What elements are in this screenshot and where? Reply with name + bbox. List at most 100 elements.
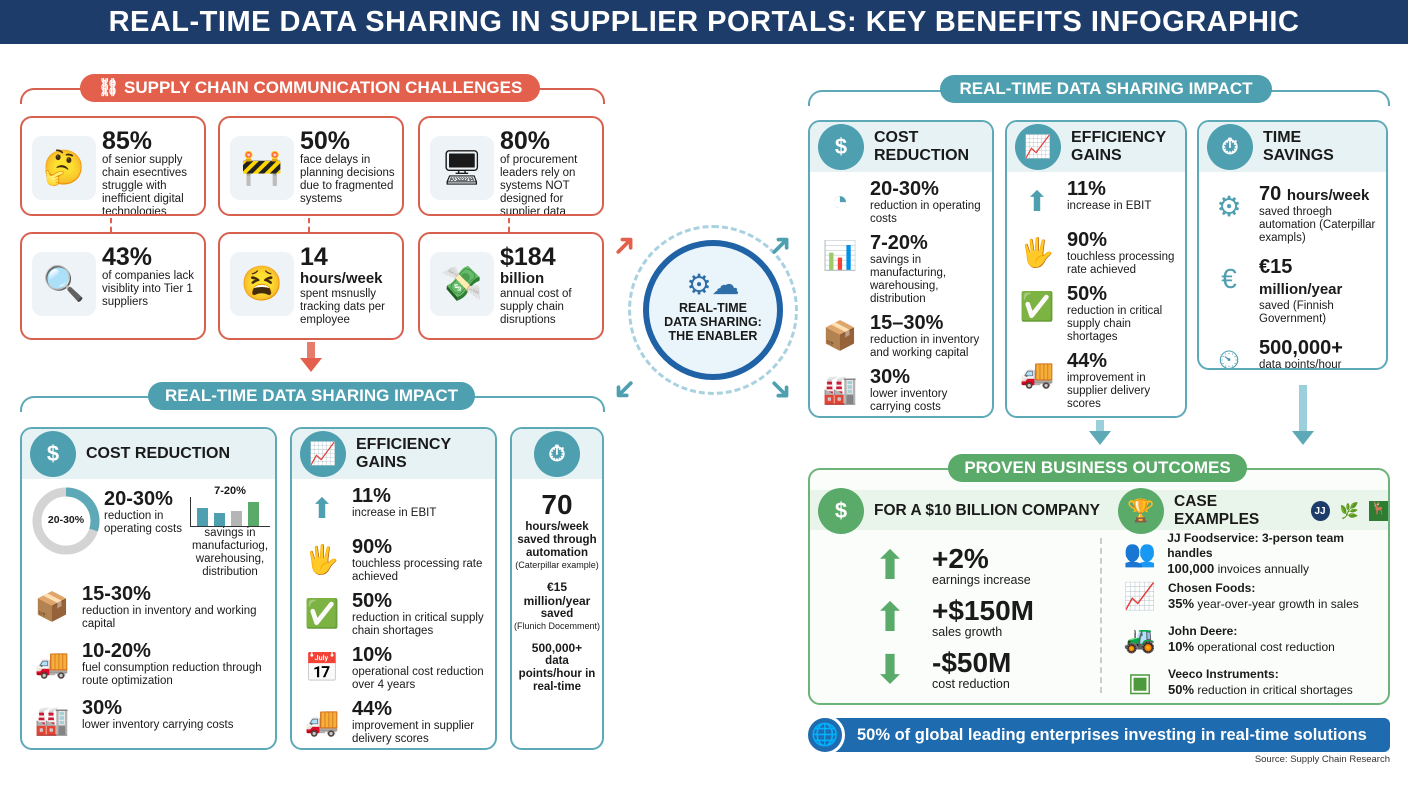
stat-text-block: 10-20%fuel consumption reduction through… — [82, 641, 267, 688]
stat-value: 43% — [102, 243, 153, 271]
divider — [1100, 538, 1102, 693]
stat-value: 30% — [82, 697, 123, 719]
right-cost-title: COST REDUCTION — [874, 129, 970, 164]
stat-text-block: 7-20%savings in manufacturing, warehousi… — [870, 233, 984, 306]
delivery-truck-icon: 🚚 — [1019, 357, 1055, 389]
stat-text: reduction in operating costs — [870, 200, 981, 225]
stat-text: annual cost of supply chain disruptions — [500, 288, 572, 326]
team-icon: 👥 — [1123, 538, 1156, 568]
fuel-truck-icon: 🚚 — [34, 647, 70, 679]
arrow-down-icon — [1096, 420, 1104, 432]
stat-value-line: €15 million/year — [1259, 257, 1378, 300]
enabler-circle: ⚙☁ REAL-TIME DATA SHARING: THE ENABLER — [643, 240, 783, 380]
stat-value: 100,000 — [1167, 560, 1215, 576]
arrow-up-dollar-icon: ⬆ — [310, 492, 334, 524]
challenges-title-text: SUPPLY CHAIN COMMUNICATION CHALLENGES — [124, 78, 523, 97]
stat-text-block: 30%lower inventory carrying costs — [870, 367, 984, 414]
stat-value: 10% — [1168, 639, 1195, 654]
challenge-text-block: 80%of procurement leaders rely on system… — [500, 127, 596, 214]
blocked-people-icon: 🚧 — [230, 136, 294, 200]
stat-value: 20-30% — [104, 488, 173, 510]
donut-label: 20-30% — [47, 514, 85, 526]
stat-value-line: 90% — [1067, 230, 1177, 251]
mini-bar — [231, 510, 242, 526]
stat-text-block: 90%touchless processing rate achieved — [352, 537, 487, 584]
stat-text: saved — [540, 608, 574, 620]
stat-value: €15 — [1259, 256, 1293, 278]
enabler-line: DATA SHARING: — [664, 315, 762, 329]
arrow-down-icon — [307, 342, 315, 360]
coins-down-icon: $ — [30, 431, 76, 477]
case-line: 50% reduction in critical shortages — [1168, 682, 1353, 698]
challenge-card: 🤔85%of senior supply chain esecntives st… — [20, 116, 206, 216]
stat-text-block: 44%improvement in supplier delivery scor… — [1067, 351, 1177, 411]
case-line: 35% year-over-year growth in sales — [1168, 596, 1359, 612]
donut-icon: ◔ — [831, 185, 849, 216]
stressed-worker-icon: 😫 — [230, 252, 294, 316]
bar-chart-icon: 📊 — [822, 239, 858, 271]
stopwatch-icon: ⏱ — [1207, 124, 1253, 170]
stat-text: data points/hour in real-time — [518, 655, 596, 693]
stat-note: (Caterpillar example) — [515, 560, 599, 570]
stat-text: operational cost reduction — [1197, 640, 1335, 654]
robot-hand-document-icon: 🖐 — [1019, 236, 1055, 268]
stat-row: 🚚 44%improvement in supplier delivery sco… — [1015, 351, 1177, 411]
stat-value-line: 10% — [352, 645, 487, 666]
leaf-logo-icon: 🌿 — [1339, 502, 1359, 520]
case-name: John Deere: — [1168, 624, 1238, 638]
banner: 50% of global leading enterprises invest… — [815, 718, 1390, 778]
stat-row: 🖐90%touchless processing rate achieved — [1015, 230, 1177, 277]
stat-value: 15–30% — [870, 312, 944, 334]
stat-text: sales growth — [932, 625, 1003, 639]
deer-logo-icon: 🦌 — [1368, 501, 1388, 521]
stat-value: +2% — [932, 543, 989, 574]
growth-chart-icon: 📈 — [300, 431, 346, 477]
stat-text: reduction in inventory and working capit… — [82, 605, 257, 630]
speedometer-icon: ⏲ — [1218, 343, 1240, 370]
case-text-block: Chosen Foods:35% year-over-year growth i… — [1168, 581, 1359, 612]
stat-row: 🚚 10-20%fuel consumption reduction throug… — [30, 641, 267, 688]
stat-row: 📊 7-20%savings in manufacturing, warehous… — [818, 233, 984, 306]
stat-unit: million/year — [1259, 281, 1343, 298]
stat-text: improvement in supplier delivery scores — [1067, 372, 1151, 410]
donut-fill — [32, 487, 100, 555]
stat-value: 11% — [1067, 178, 1106, 200]
arrow-up-icon: ⬆ — [873, 596, 907, 640]
tractor-icon: 🚜 — [1123, 624, 1157, 654]
stat-value: 80% — [500, 127, 551, 155]
bar-chart-text: savings in manufacturiog, warehousing, d… — [191, 527, 269, 578]
gears-cloud-icon: ⚙☁ — [686, 269, 740, 300]
automation-gear-icon: ⚙ — [1216, 190, 1242, 222]
stat-text: increase in EBIT — [352, 507, 437, 519]
stat-value-line: 30% — [82, 698, 233, 719]
stat-value-line: 70 hours/week — [1259, 184, 1378, 206]
stat-row: ⬆11%increase in EBIT — [1015, 179, 1177, 223]
stat-value: 50% — [1168, 682, 1195, 697]
stat-value: 50% — [1067, 283, 1108, 305]
right-impact-title: REAL-TIME DATA SHARING IMPACT — [940, 75, 1272, 103]
chip-icon: ▣ — [1127, 667, 1153, 697]
mini-bar — [197, 507, 208, 526]
stat-value: 7-20% — [870, 232, 928, 254]
stat-text: year-over-year growth in sales — [1197, 597, 1359, 611]
challenge-card: 🚧50%face delays in planning decisions du… — [218, 116, 404, 216]
stat-value: 15-30% — [82, 583, 151, 605]
arrow-down-icon-head — [300, 358, 322, 372]
stat-value: +$150M — [932, 595, 1034, 626]
challenge-text-block: 50%face delays in planning decisions due… — [300, 128, 396, 206]
stat-text: data points/hour processed in real-time — [1259, 359, 1342, 370]
arrow-to-challenges-icon: ➜ — [604, 224, 646, 267]
euro-calendar-icon: € — [1221, 263, 1237, 294]
mini-bar — [248, 502, 259, 526]
stat-value-line: 7-20% — [870, 233, 984, 254]
arrow-down-icon: ⬇ — [873, 648, 907, 692]
warehouse-icon: 🏭 — [34, 704, 70, 736]
stat-text: reduction in critical supply chain short… — [1067, 305, 1163, 343]
stat-text: face delays in planning decisions due to… — [300, 154, 395, 205]
old-computer-icon: 🖥 — [430, 136, 494, 200]
arrow-down-icon — [1299, 385, 1307, 432]
case-row: 🚜 John Deere:10% operational cost reducti… — [1122, 618, 1388, 661]
